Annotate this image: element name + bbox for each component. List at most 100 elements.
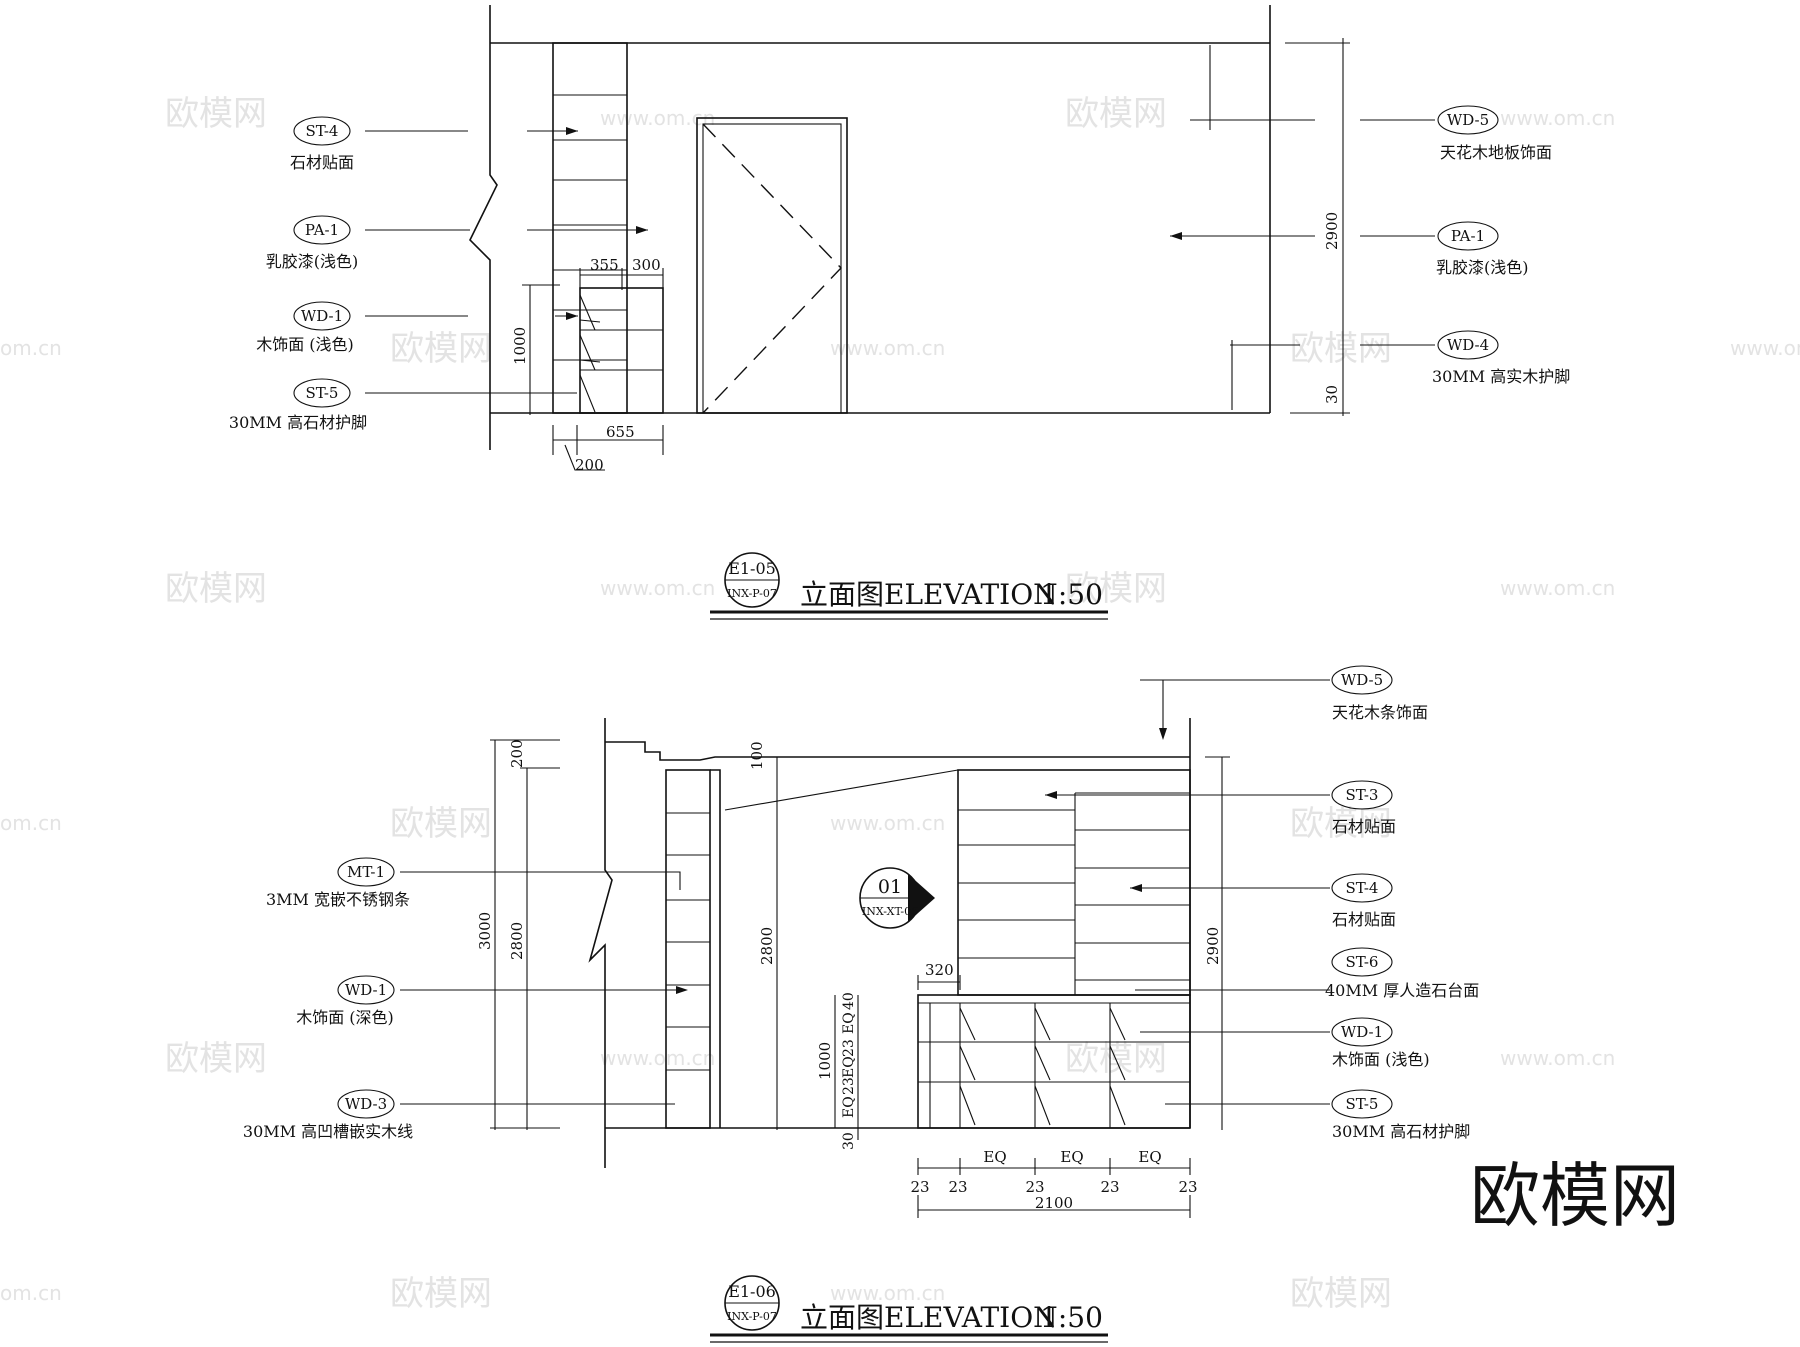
section-marker-arrow: [908, 874, 935, 922]
watermark-brand: 欧模网: [1290, 804, 1392, 844]
watermark-site: om.cn: [0, 811, 62, 835]
section-marker-ref: INX-XT-06: [862, 905, 918, 918]
cabinet-diagonals: [579, 294, 596, 413]
tag-desc: 30MM 高实木护脚: [1432, 367, 1570, 386]
tag-desc: 石材贴面: [1332, 817, 1396, 836]
tag-text: WD-1: [1341, 1023, 1383, 1041]
door-frame: [696, 117, 848, 414]
tag-bubble: [1437, 221, 1499, 251]
label-pa-1-right: PA-1 乳胶漆(浅色): [1436, 221, 1529, 277]
angled-ceiling-line: [724, 769, 959, 811]
leader-lines-right: [1045, 679, 1330, 1105]
dim-line-1000: [834, 995, 859, 1140]
watermark-site: om.cn: [0, 336, 62, 360]
tag-desc: 3MM 宽嵌不锈钢条: [266, 890, 410, 909]
tag-desc: 乳胶漆(浅色): [266, 252, 359, 271]
dim-300: 300: [632, 256, 661, 274]
watermark-site: www.om.cn: [600, 1046, 715, 1070]
cabinet: [579, 287, 664, 414]
title-ref-code: E1-05: [728, 559, 776, 578]
dim-200: 200: [575, 456, 604, 474]
tag-bubble: [337, 1089, 395, 1119]
tag-desc: 天花木条饰面: [1332, 703, 1428, 722]
tag-bubble: [1331, 665, 1393, 695]
watermark-brand: 欧模网: [390, 329, 492, 369]
section-marker-code: 01: [878, 876, 902, 898]
dim-200: 200: [508, 739, 526, 768]
watermark-logo: 欧模网: [1470, 1155, 1680, 1237]
dim-eq-col-2: EQ: [1060, 1148, 1083, 1166]
tag-bubble: [337, 975, 395, 1005]
leader-arrow-left: [676, 986, 688, 994]
stone-column-joints: [553, 94, 627, 361]
dim-23-c4: 23: [1100, 1178, 1119, 1196]
watermark-brand: 欧模网: [1290, 329, 1392, 369]
tag-text: WD-1: [345, 981, 387, 999]
tag-text: ST-4: [306, 122, 339, 140]
dim-655: 655: [606, 423, 635, 441]
tag-bubble: [1331, 1089, 1393, 1119]
tag-desc: 40MM 厚人造石台面: [1325, 981, 1479, 1000]
title-text: 立面图ELEVATION: [800, 1301, 1058, 1334]
tag-desc: 木饰面 (浅色): [256, 335, 354, 354]
label-wd-1-right: WD-1 木饰面 (浅色): [1331, 1017, 1430, 1069]
tag-bubble: [1331, 947, 1393, 977]
dim-line-2800-outer: [520, 767, 560, 1130]
watermark-brand: 欧模网: [1065, 569, 1167, 609]
label-wd-1-left: WD-1 木饰面 (浅色): [256, 301, 354, 354]
tag-bubble: [293, 116, 351, 146]
section-marker-01: 01 INX-XT-06: [859, 867, 935, 929]
title-block-e1-05: E1-05 INX-P-07 立面图ELEVATION 1:50: [710, 552, 1108, 620]
dim-23-a: 23: [841, 1039, 857, 1057]
leader-lines-left: [365, 130, 648, 394]
dim-40: 40: [841, 992, 857, 1010]
dim-2800-left: 2800: [508, 922, 526, 960]
tag-desc: 30MM 高石材护脚: [229, 413, 367, 432]
label-wd-5-right: WD-5 天花木地板饰面: [1437, 105, 1552, 162]
cabinet-shelves: [579, 319, 663, 371]
watermark-brand: 欧模网: [165, 94, 267, 134]
tag-bubble: [293, 215, 351, 245]
title-ref-code: E1-06: [728, 1282, 776, 1301]
left-wall-break-line: [588, 718, 613, 1168]
label-wd-1-left: WD-1 木饰面 (深色): [296, 975, 395, 1027]
tag-bubble: [293, 301, 351, 331]
elevation-e1-05: 355 300 1000 655 200 2900 30 ST-4 石材贴面 P…: [229, 5, 1570, 620]
label-st-5-right: ST-5 30MM 高石材护脚: [1331, 1089, 1470, 1141]
dim-320: 320: [925, 961, 954, 979]
dim-355: 355: [590, 256, 619, 274]
watermark-site: www.om.cn: [600, 106, 715, 130]
title-block-e1-06: E1-06 INX-P-07 立面图ELEVATION 1:50: [710, 1275, 1108, 1343]
title-sheet-ref: INX-P-07: [727, 1310, 777, 1323]
tag-text: WD-5: [1341, 671, 1383, 689]
dim-30: 30: [841, 1132, 857, 1150]
watermark-brand: 欧模网: [1290, 1274, 1392, 1314]
tag-desc: 木饰面 (深色): [296, 1008, 394, 1027]
leader-lines-left: [400, 871, 681, 1105]
dim-eq-col-1: EQ: [983, 1148, 1006, 1166]
tag-bubble: [337, 857, 395, 887]
dim-line-1000: [522, 284, 560, 415]
dim-eq-upper: EQ: [841, 1012, 857, 1034]
watermark-site: www.om.cn: [830, 1281, 945, 1305]
dim-2900: 2900: [1323, 212, 1341, 250]
tag-bubble: [293, 378, 351, 408]
label-wd-5-right: WD-5 天花木条饰面: [1331, 665, 1428, 722]
wood-panel-dark: [665, 769, 711, 1129]
counter-diagonals: [959, 1007, 1126, 1126]
tag-desc: 石材贴面: [290, 153, 354, 172]
label-st-4-right: ST-4 石材贴面: [1331, 873, 1396, 929]
tag-bubble: [1331, 780, 1393, 810]
watermark-site: www.om.cn: [1500, 1046, 1615, 1070]
dim-line-2900: [1205, 756, 1230, 1130]
dim-line-3000: [490, 739, 560, 1130]
tag-desc: 天花木地板饰面: [1440, 143, 1552, 162]
ceiling-step-line: [605, 741, 1190, 761]
dim-2800-inner: 2800: [758, 927, 776, 965]
dim-1000: 1000: [816, 1042, 834, 1080]
tag-text: ST-6: [1346, 953, 1379, 971]
tag-desc: 石材贴面: [1332, 910, 1396, 929]
door-swing-lines: [702, 123, 842, 414]
dim-line-2100: [917, 1195, 1191, 1218]
label-mt-1-left: MT-1 3MM 宽嵌不锈钢条: [266, 857, 410, 909]
